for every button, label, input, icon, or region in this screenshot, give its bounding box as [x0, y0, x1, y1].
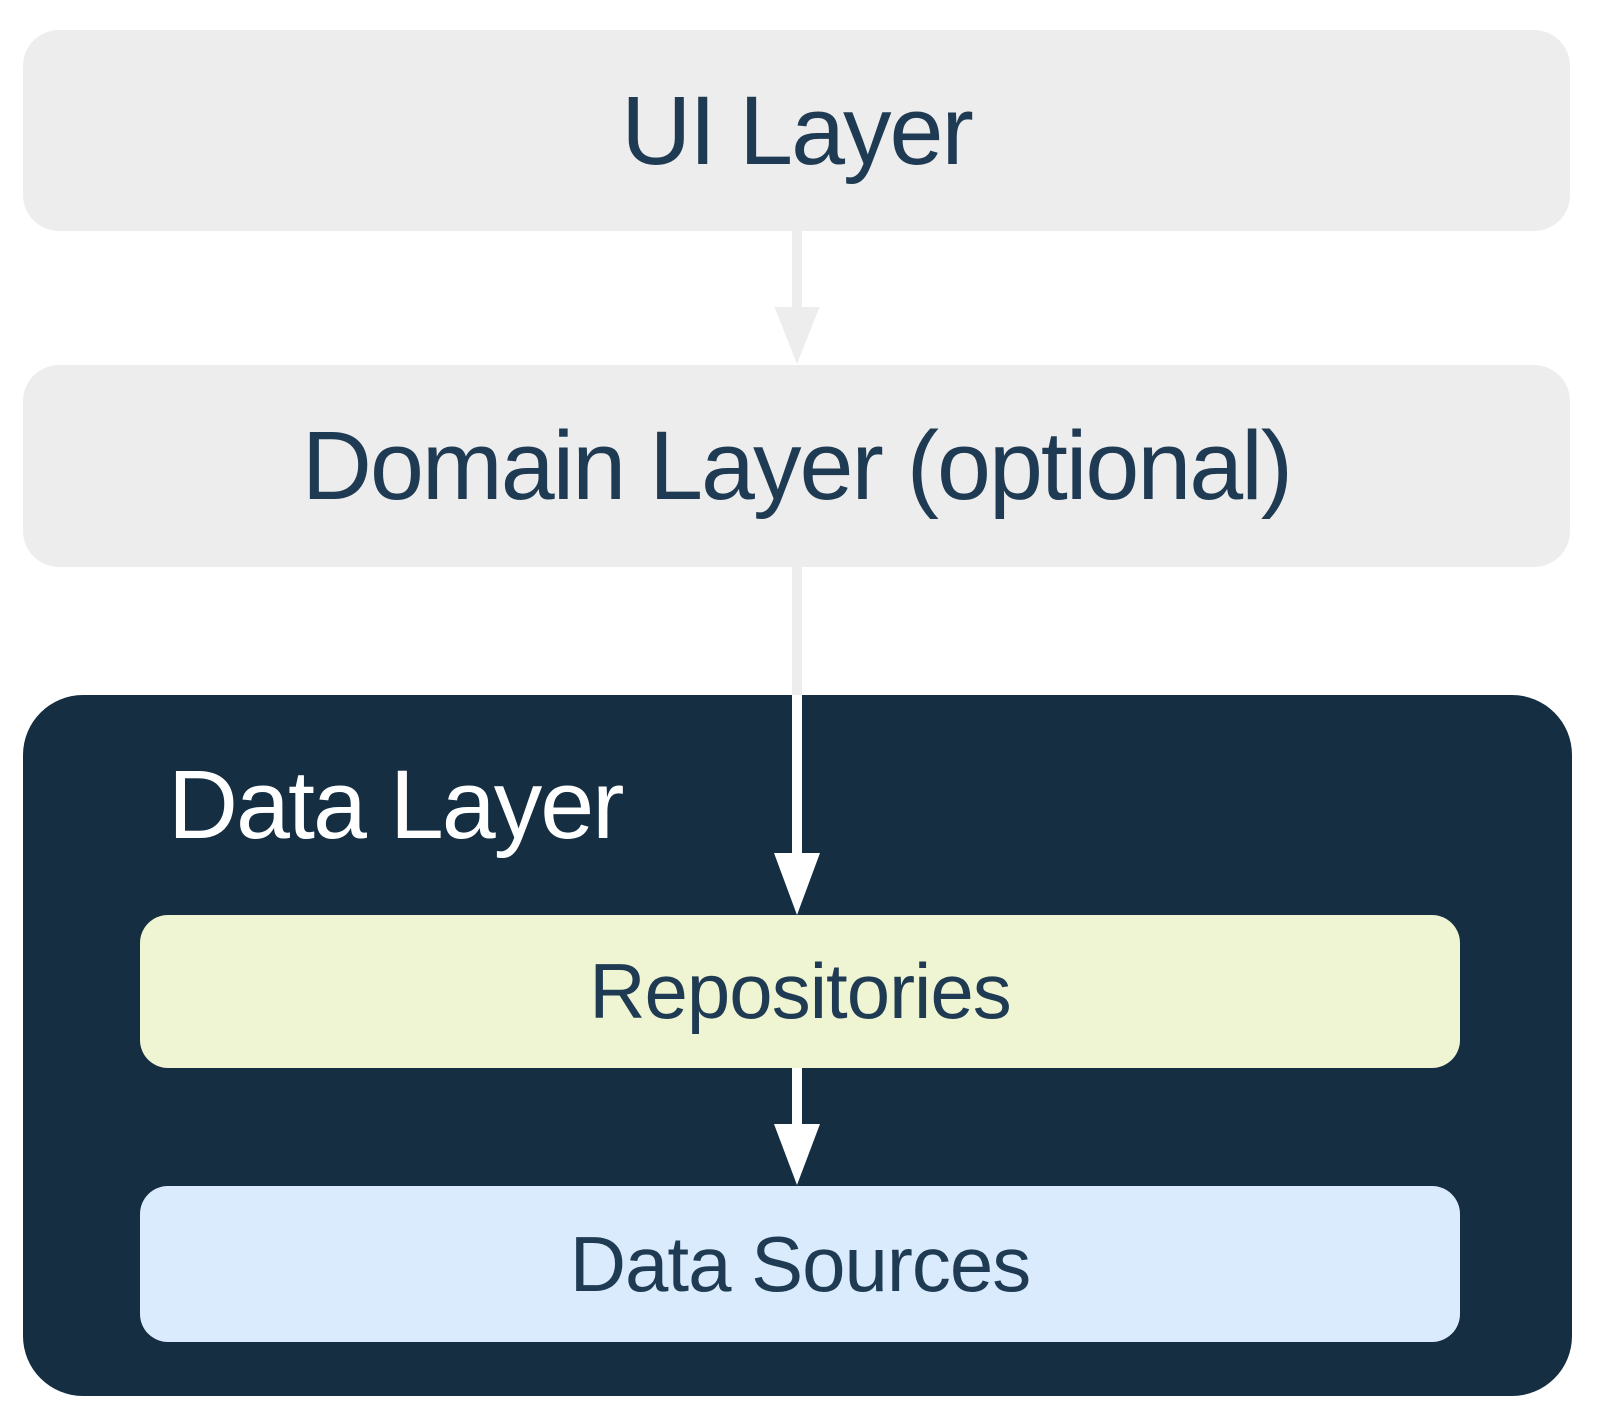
- node-repositories: Repositories: [140, 915, 1460, 1068]
- node-ui-layer-label: UI Layer: [621, 75, 974, 185]
- node-domain-layer: Domain Layer (optional): [23, 365, 1570, 567]
- node-data-layer-header: Data Layer: [23, 695, 1572, 915]
- node-ui-layer: UI Layer: [23, 30, 1570, 231]
- node-data-layer: Data Layer Repositories Data Sources: [23, 695, 1572, 1396]
- node-domain-layer-label: Domain Layer (optional): [301, 411, 1293, 520]
- arrow-ui-to-domain-icon: [774, 231, 820, 364]
- node-data-sources-label: Data Sources: [569, 1219, 1032, 1308]
- node-repositories-label: Repositories: [589, 947, 1012, 1035]
- node-data-sources: Data Sources: [140, 1186, 1460, 1342]
- node-data-layer-label: Data Layer: [168, 750, 624, 859]
